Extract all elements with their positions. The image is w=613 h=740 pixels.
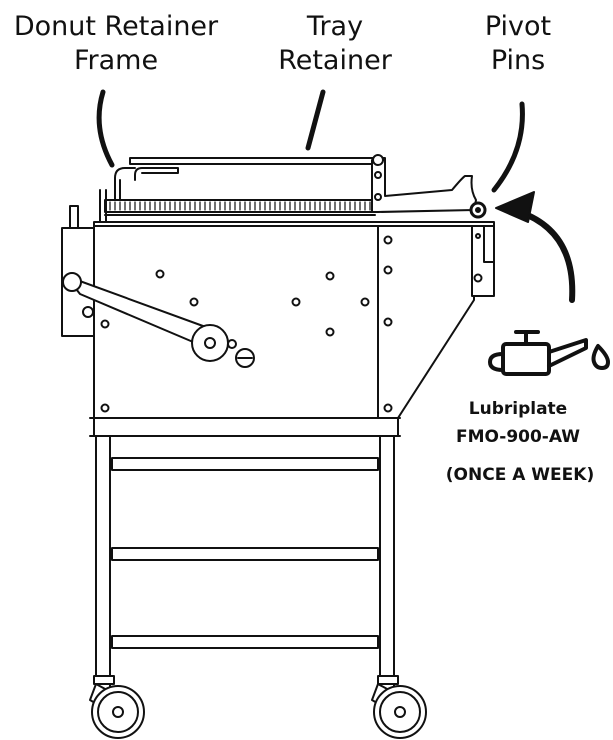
rivet: [325, 327, 335, 337]
rivet: [383, 235, 393, 245]
rivet: [360, 297, 370, 307]
label-tray-retainer: Tray Retainer: [278, 11, 392, 76]
rivet: [383, 317, 393, 327]
rivet: [291, 297, 301, 307]
leader-tray-retainer: [305, 89, 326, 151]
caster-right: [371, 675, 427, 739]
oil-can-icon: [488, 330, 588, 376]
rivet: [383, 265, 393, 275]
rivet: [383, 403, 393, 413]
oil-drop-icon: [591, 344, 610, 370]
lubricant-product: Lubriplate: [468, 399, 568, 419]
cart-frame: [95, 435, 395, 691]
rivet: [155, 269, 165, 279]
lubricant-grade: FMO-900-AW: [455, 427, 581, 447]
rivet: [189, 297, 199, 307]
label-pivot-pins: Pivot Pins: [484, 11, 552, 76]
rivet: [473, 273, 483, 283]
tray-retainer: [99, 189, 376, 226]
arrow-icon: [495, 191, 576, 303]
machine-body: [61, 205, 495, 437]
pivot-bracket: [371, 154, 487, 219]
rivet: [100, 319, 110, 329]
caster-left: [89, 675, 145, 739]
leader-donut-retainer-frame: [96, 89, 115, 168]
label-donut-retainer-frame: Donut Retainer Frame: [13, 11, 219, 76]
leader-pivot-pins: [491, 101, 525, 193]
lubrication-interval: (ONCE A WEEK): [445, 465, 595, 485]
rivet: [325, 271, 335, 281]
rivet: [100, 403, 110, 413]
crank-handle: [62, 272, 255, 368]
